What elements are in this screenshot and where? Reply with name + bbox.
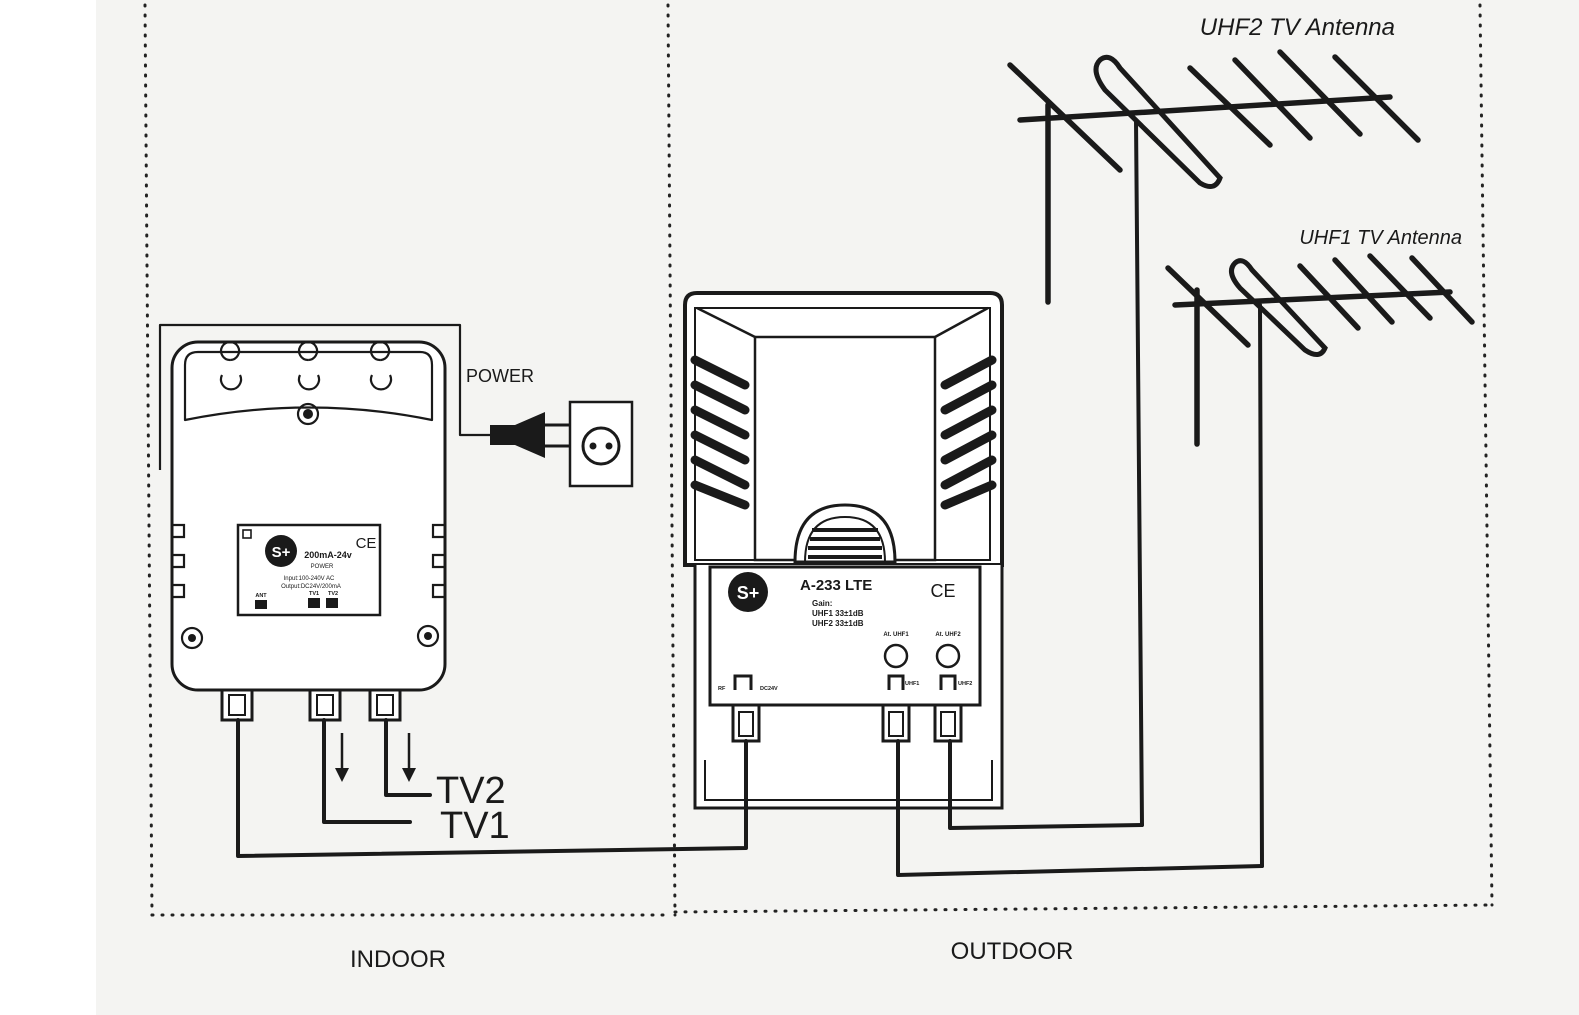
- left-vents: [690, 355, 750, 510]
- outdoor-label: OUTDOOR: [951, 938, 1074, 965]
- uhf1-antenna: [1165, 253, 1475, 868]
- psu-logo-text: S+: [272, 544, 291, 561]
- amp-port-uhf2: UHF2: [958, 681, 972, 687]
- mounting-keyholes: [219, 340, 393, 391]
- right-vents: [940, 355, 997, 510]
- zone-boundaries: [143, 3, 1494, 917]
- amp-ce-mark: CE: [930, 581, 955, 601]
- psu-output-spec: Output:DC24V/200mA: [281, 584, 341, 590]
- psu-power-label: POWER: [311, 564, 334, 570]
- psu-port-ant: ANT: [255, 593, 267, 599]
- power-supply-unit: S+ CE 200mA-24v POWER Input:100-240V AC …: [158, 323, 490, 722]
- power-label: POWER: [466, 366, 534, 386]
- psu-port-tv1: TV1: [309, 591, 319, 597]
- amplifier-unit: S+ A-233 LTE CE Gain: UHF1 33±1dB UHF2 3…: [683, 291, 1004, 810]
- psu-ce-mark: CE: [356, 535, 377, 552]
- amp-port-rf: RF: [718, 686, 726, 692]
- coax-cables: [236, 718, 1264, 877]
- psu-port-tv2: TV2: [328, 591, 338, 597]
- uhf2-antenna-label: UHF2 TV Antenna: [1200, 14, 1395, 41]
- att-uhf1-label: At. UHF1: [883, 632, 909, 638]
- amplifier-connectors: [731, 703, 963, 743]
- amplifier-logo-icon: [728, 572, 768, 612]
- psu-connectors: [220, 688, 402, 722]
- att-uhf2-label: At. UHF2: [935, 632, 961, 638]
- uhf1-antenna-label: UHF1 TV Antenna: [1299, 227, 1462, 249]
- uhf2-antenna: [1007, 49, 1421, 827]
- att-uhf1-knob-icon: [883, 643, 909, 669]
- amp-gain-label: Gain:: [812, 599, 832, 608]
- power-plug: [490, 412, 572, 458]
- psu-input-spec: Input:100-240V AC: [284, 576, 335, 582]
- amp-port-uhf1: UHF1: [905, 681, 919, 687]
- att-uhf2-knob-icon: [935, 643, 961, 669]
- wall-socket: [568, 400, 634, 488]
- page-margin: [0, 0, 96, 1015]
- amp-gain-uhf2: UHF2 33±1dB: [812, 619, 864, 628]
- amp-port-dc: DC24V: [760, 686, 778, 692]
- psu-rating: 200mA-24v: [304, 550, 352, 560]
- brand-logo-icon: [265, 535, 297, 567]
- amp-logo-text: S+: [737, 583, 760, 603]
- tv2-label: TV2: [436, 770, 506, 812]
- indoor-label: INDOOR: [350, 946, 446, 973]
- tv1-label: TV1: [440, 805, 510, 847]
- amp-gain-uhf1: UHF1 33±1dB: [812, 609, 864, 618]
- amplifier-model: A-233 LTE: [800, 577, 872, 594]
